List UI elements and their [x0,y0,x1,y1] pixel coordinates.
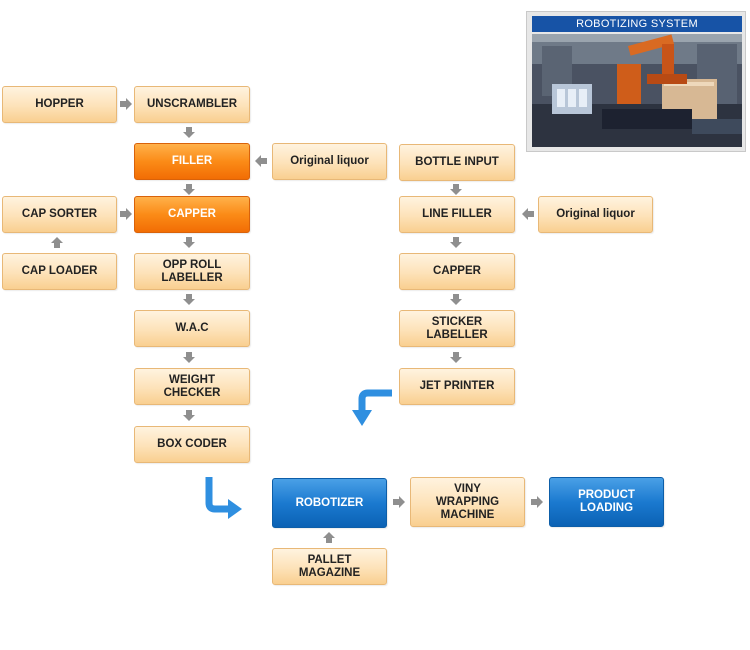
node-bottle-input: BOTTLE INPUT [399,144,515,181]
robot-photo [532,34,742,147]
arrow-down-icon [183,184,195,195]
robot-photo-image [532,34,742,147]
panel-title: ROBOTIZING SYSTEM [532,16,742,32]
arrow-left-icon [255,155,267,167]
node-hopper: HOPPER [2,86,117,123]
node-cap-loader: CAP LOADER [2,253,117,290]
node-viny-wrapping-machine: VINY WRAPPING MACHINE [410,477,525,527]
node-product-loading: PRODUCT LOADING [549,477,664,527]
arrow-right-icon [393,496,405,508]
node-pallet-magazine: PALLET MAGAZINE [272,548,387,585]
node-wac: W.A.C [134,310,250,347]
node-original-liquor-right: Original liquor [538,196,653,233]
node-weight-checker: WEIGHT CHECKER [134,368,250,405]
arrow-right-icon [120,208,132,220]
node-line-filler: LINE FILLER [399,196,515,233]
arrow-left-icon [522,208,534,220]
node-capper-left: CAPPER [134,196,250,233]
node-box-coder: BOX CODER [134,426,250,463]
arrow-right-icon [120,98,132,110]
robotizing-system-panel: ROBOTIZING SYSTEM [526,11,746,152]
node-capper-right: CAPPER [399,253,515,290]
flow-arrow-blue-icon [205,477,242,519]
node-original-liquor-left: Original liquor [272,143,387,180]
node-unscrambler: UNSCRAMBLER [134,86,250,123]
arrow-down-icon [183,352,195,363]
node-cap-sorter: CAP SORTER [2,196,117,233]
node-opp-roll-labeller: OPP ROLL LABELLER [134,253,250,290]
arrow-down-icon [450,352,462,363]
arrow-down-icon [450,184,462,195]
arrow-down-icon [183,294,195,305]
node-filler: FILLER [134,143,250,180]
node-jet-printer: JET PRINTER [399,368,515,405]
node-sticker-labeller: STICKER LABELLER [399,310,515,347]
arrow-up-icon [51,237,63,248]
node-robotizer: ROBOTIZER [272,478,387,528]
arrow-right-icon [531,496,543,508]
arrow-up-icon [323,532,335,543]
flow-arrow-blue-icon [352,389,392,426]
arrow-down-icon [183,237,195,248]
arrow-down-icon [450,237,462,248]
arrow-down-icon [183,127,195,138]
arrow-down-icon [450,294,462,305]
arrow-down-icon [183,410,195,421]
